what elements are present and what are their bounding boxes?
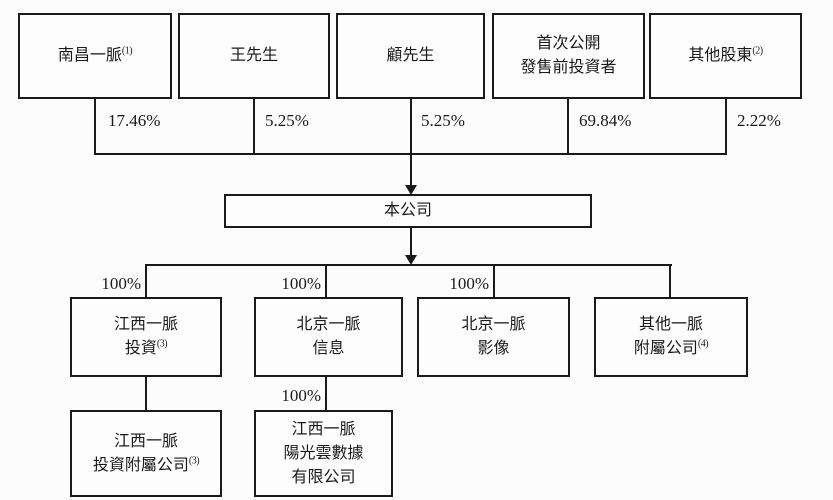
subsidiary-box-beijing-yimai-information: 北京一脈 信息 — [254, 297, 403, 377]
ownership-pct-jiangxi-yimai-sunshine-cloud: 100% — [281, 386, 321, 405]
arrow-down-icon — [405, 185, 417, 195]
ownership-pct-mr-gu: 5.25% — [421, 111, 465, 130]
connector-line — [325, 377, 327, 410]
connector-line — [145, 377, 147, 410]
shareholder-box-pre-ipo-investors: 首次公開 發售前投資者 — [492, 13, 645, 99]
subsidiary-label: 其他一脈 附屬公司(4) — [633, 313, 709, 361]
connector-line — [410, 99, 412, 154]
subsubsidiary-name: 江西一脈 投資附屬公司 — [92, 432, 189, 474]
footnote-ref-2: (2) — [752, 45, 763, 57]
shareholder-label: 其他股東(2) — [688, 44, 763, 68]
ownership-pct-mr-wang: 5.25% — [265, 111, 309, 130]
subsidiary-label: 北京一脈 影像 — [461, 313, 525, 361]
connector-line — [410, 228, 412, 255]
subsubsidiary-label: 江西一脈 陽光雲數據 有限公司 — [283, 418, 363, 490]
company-label: 本公司 — [384, 199, 432, 223]
company-name: 本公司 — [383, 202, 432, 219]
subsidiary-name: 北京一脈 信息 — [296, 316, 361, 357]
ownership-pct-jiangxi-yimai-investment: 100% — [101, 274, 141, 293]
shareholder-name: 王先生 — [229, 47, 278, 64]
connector-line — [725, 99, 727, 154]
shareholder-label: 顧先生 — [386, 44, 434, 68]
shareholder-label: 首次公開 發售前投資者 — [520, 32, 616, 80]
footnote-ref-3b: (3) — [188, 455, 200, 467]
connector-line — [410, 154, 412, 185]
footnote-ref-1: (1) — [121, 45, 133, 57]
arrow-down-icon — [405, 255, 417, 265]
shareholder-label: 王先生 — [230, 44, 278, 68]
shareholder-box-nanchang-yimai: 南昌一脈(1) — [18, 13, 172, 99]
connector-line — [493, 264, 495, 298]
subsubsidiary-box-jiangxi-yimai-sunshine-cloud-data: 江西一脈 陽光雲數據 有限公司 — [254, 410, 393, 497]
subsidiary-name: 其他一脈 附屬公司 — [633, 316, 703, 357]
connector-line — [669, 264, 671, 298]
bus-line-subsidiaries — [145, 264, 672, 266]
subsubsidiary-box-jiangxi-yimai-investment-subsidiaries: 江西一脈 投資附屬公司(3) — [70, 410, 222, 497]
shareholder-name: 首次公開 發售前投資者 — [520, 35, 617, 76]
ownership-pct-nanchang-yimai: 17.46% — [108, 111, 161, 130]
subsubsidiary-name: 江西一脈 陽光雲數據 有限公司 — [283, 420, 364, 486]
subsidiary-name: 北京一脈 影像 — [461, 316, 526, 357]
connector-line — [325, 264, 327, 298]
subsidiary-box-beijing-yimai-imaging: 北京一脈 影像 — [417, 297, 570, 377]
subsidiary-box-jiangxi-yimai-investment: 江西一脈 投資(3) — [70, 297, 222, 377]
subsidiary-label: 北京一脈 信息 — [296, 313, 360, 361]
shareholder-name: 其他股東 — [688, 47, 753, 64]
shareholder-box-mr-gu: 顧先生 — [336, 13, 485, 99]
subsidiary-box-other-yimai-subsidiaries: 其他一脈 附屬公司(4) — [594, 297, 748, 377]
shareholder-label: 南昌一脈(1) — [57, 44, 133, 68]
subsubsidiary-label: 江西一脈 投資附屬公司(3) — [92, 430, 200, 478]
shareholder-box-mr-wang: 王先生 — [178, 13, 330, 99]
shareholder-box-other-shareholders: 其他股東(2) — [649, 13, 802, 99]
company-box: 本公司 — [224, 194, 592, 228]
footnote-ref-4: (4) — [697, 338, 709, 350]
subsidiary-name: 江西一脈 投資 — [113, 316, 178, 357]
ownership-pct-other-shareholders: 2.22% — [737, 111, 781, 130]
ownership-pct-beijing-yimai-information: 100% — [281, 274, 321, 293]
connector-line — [94, 99, 96, 154]
connector-line — [567, 99, 569, 154]
connector-line — [145, 264, 147, 298]
ownership-pct-beijing-yimai-imaging: 100% — [449, 274, 489, 293]
subsidiary-label: 江西一脈 投資(3) — [114, 313, 178, 361]
shareholder-name: 顧先生 — [386, 47, 435, 64]
shareholder-name: 南昌一脈 — [57, 47, 122, 64]
footnote-ref-3: (3) — [156, 338, 168, 350]
connector-line — [253, 99, 255, 154]
ownership-pct-pre-ipo-investors: 69.84% — [579, 111, 632, 130]
